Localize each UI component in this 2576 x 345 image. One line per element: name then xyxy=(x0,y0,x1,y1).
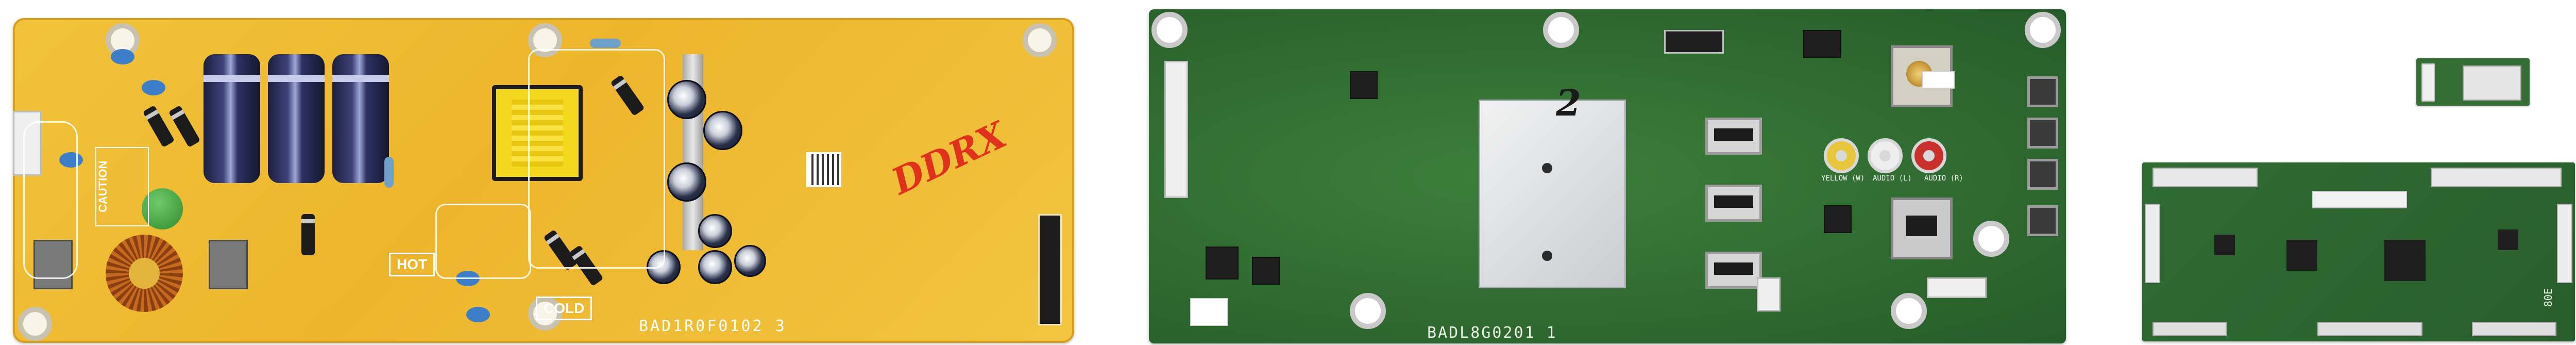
rca-video-jack xyxy=(1824,138,1859,173)
fpc-connector xyxy=(2431,168,2562,187)
resistor xyxy=(590,39,621,48)
connector-header xyxy=(1190,298,1228,326)
lvds-connector xyxy=(1164,61,1188,198)
board-part-number: BAD1R0F0102 3 xyxy=(639,317,787,335)
tactile-button xyxy=(2027,76,2058,107)
rca-label: YELLOW (W) xyxy=(1821,174,1865,183)
mounting-hole xyxy=(18,307,52,341)
tcon-board: 80E xyxy=(2142,162,2575,341)
mounting-hole xyxy=(1543,12,1579,48)
transformer xyxy=(492,85,583,181)
resistor xyxy=(384,157,394,188)
ic-chip xyxy=(1252,257,1280,285)
output-connector xyxy=(1038,214,1062,325)
ic-chip xyxy=(1803,30,1841,58)
ic-chip xyxy=(1824,205,1852,233)
ic-chip xyxy=(2498,229,2518,250)
label-sticker xyxy=(2312,191,2407,208)
main-board: YELLOW (W) AUDIO (L) AUDIO (R) BADL8G020… xyxy=(1149,9,2066,343)
fpc-connector xyxy=(2153,322,2227,336)
side-connector xyxy=(2557,204,2572,283)
power-supply-board: CAUTION HOT COLD BAD1R0F0102 3 DDRX xyxy=(13,18,1074,343)
hot-label: HOT xyxy=(389,253,435,276)
hdmi-port xyxy=(1705,118,1762,155)
rca-audio-right-jack xyxy=(1911,138,1946,173)
capacitor xyxy=(698,214,732,248)
ic-chip xyxy=(1206,247,1239,280)
capacitor xyxy=(734,245,766,277)
capacitor xyxy=(703,111,742,150)
hdmi-port xyxy=(1705,185,1762,222)
silk-trace xyxy=(435,204,531,279)
silk-trace xyxy=(528,49,665,269)
wifi-module xyxy=(2416,58,2530,106)
choke xyxy=(209,240,248,289)
marker-scribble: DDRX xyxy=(885,113,1013,203)
rca-label: AUDIO (R) xyxy=(1924,174,1963,183)
wifi-shield-can xyxy=(2463,65,2521,101)
mounting-hole xyxy=(1350,293,1386,329)
ic-chip xyxy=(2214,235,2235,255)
tactile-button xyxy=(2027,159,2058,190)
bulk-capacitor xyxy=(268,54,325,183)
cold-label: COLD xyxy=(536,297,592,320)
tactile-button xyxy=(2027,118,2058,149)
wifi-connector xyxy=(2421,63,2435,102)
pin-header xyxy=(1757,277,1781,311)
tactile-button xyxy=(2027,205,2058,236)
mounting-hole xyxy=(1973,221,2009,257)
silk-trace xyxy=(23,121,78,279)
board-part-number: BADL8G0201 1 xyxy=(1427,324,1557,342)
varistor xyxy=(142,188,183,229)
rca-audio-left-jack xyxy=(1868,138,1903,173)
ceramic-capacitor xyxy=(111,49,134,64)
pin-header xyxy=(1927,277,1987,298)
toroid-inductor xyxy=(106,235,183,312)
hdmi-port xyxy=(1705,252,1762,289)
caution-label: CAUTION xyxy=(95,147,149,226)
fpc-connector xyxy=(2317,322,2422,336)
mounting-hole xyxy=(1891,293,1927,329)
mounting-hole xyxy=(1151,12,1188,48)
tcon-silk-label: 80E xyxy=(2542,288,2555,307)
mounting-hole xyxy=(1023,23,1057,57)
rf-shield xyxy=(1479,100,1626,288)
label-sticker xyxy=(1922,71,1955,89)
qr-code xyxy=(806,152,841,187)
mounting-hole xyxy=(528,297,562,331)
fpc-connector xyxy=(2472,322,2556,336)
side-connector xyxy=(2145,204,2160,283)
ic-chip xyxy=(1350,71,1378,99)
bulk-capacitor xyxy=(332,54,389,183)
rca-label: AUDIO (L) xyxy=(1873,174,1912,183)
diode xyxy=(301,214,315,255)
capacitor xyxy=(667,162,706,202)
fpc-connector xyxy=(2153,168,2258,187)
ceramic-capacitor xyxy=(142,80,165,95)
usb-port xyxy=(1664,30,1724,54)
ethernet-port xyxy=(1891,198,1953,259)
mounting-hole xyxy=(2025,12,2061,48)
ic-chip xyxy=(2384,240,2426,281)
ceramic-capacitor xyxy=(466,307,490,322)
marker-scribble: 2 xyxy=(1556,81,1581,124)
capacitor xyxy=(698,250,732,284)
ic-chip xyxy=(2286,240,2317,271)
capacitor xyxy=(667,80,706,119)
bulk-capacitor xyxy=(204,54,260,183)
ceramic-capacitor xyxy=(59,152,83,168)
